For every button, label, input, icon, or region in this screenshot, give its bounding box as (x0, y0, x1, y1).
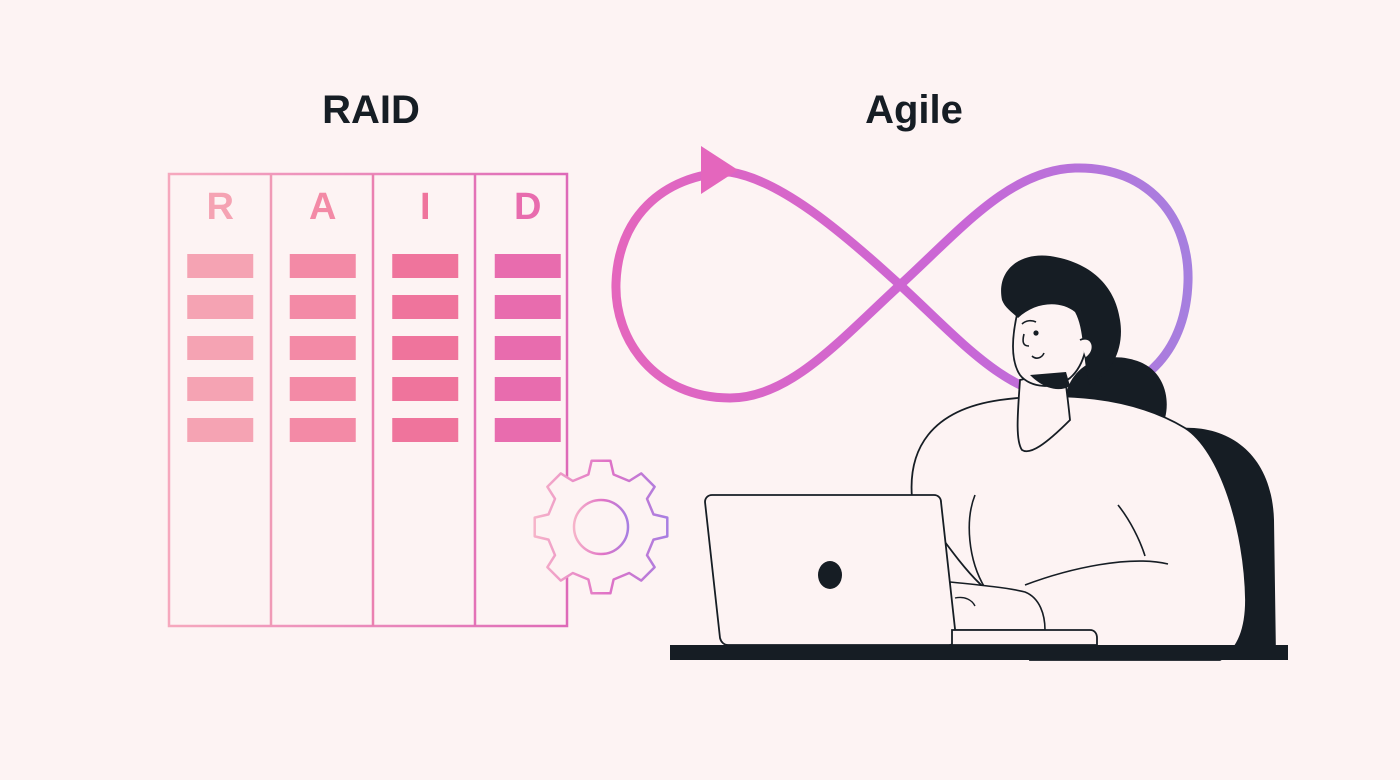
raid-card (289, 377, 356, 401)
raid-card (392, 254, 459, 278)
raid-card (289, 336, 356, 360)
person-illustration (910, 255, 1247, 661)
raid-card (494, 377, 561, 401)
raid-card (494, 295, 561, 319)
raid-card (289, 418, 356, 442)
raid-card (187, 254, 254, 278)
gear-icon (533, 459, 669, 595)
raid-card (392, 377, 459, 401)
raid-card (494, 418, 561, 442)
raid-table-frame (167, 172, 569, 628)
raid-card (289, 295, 356, 319)
raid-card (494, 336, 561, 360)
raid-column-letter: I (420, 186, 431, 228)
raid-card (392, 418, 459, 442)
raid-column-letter: R (207, 186, 234, 228)
laptop-logo (818, 561, 842, 589)
raid-card (187, 377, 254, 401)
raid-card (187, 418, 254, 442)
desk (670, 645, 1288, 660)
raid-column-letter: D (514, 186, 541, 228)
arrow-head-icon (701, 146, 738, 194)
raid-card (187, 295, 254, 319)
raid-card (494, 254, 561, 278)
agile-title: Agile (865, 88, 963, 132)
raid-card (289, 254, 356, 278)
raid-card (392, 336, 459, 360)
raid-title: RAID (322, 88, 420, 132)
raid-card (392, 295, 459, 319)
raid-column-letter: A (309, 186, 336, 228)
raid-card (187, 336, 254, 360)
